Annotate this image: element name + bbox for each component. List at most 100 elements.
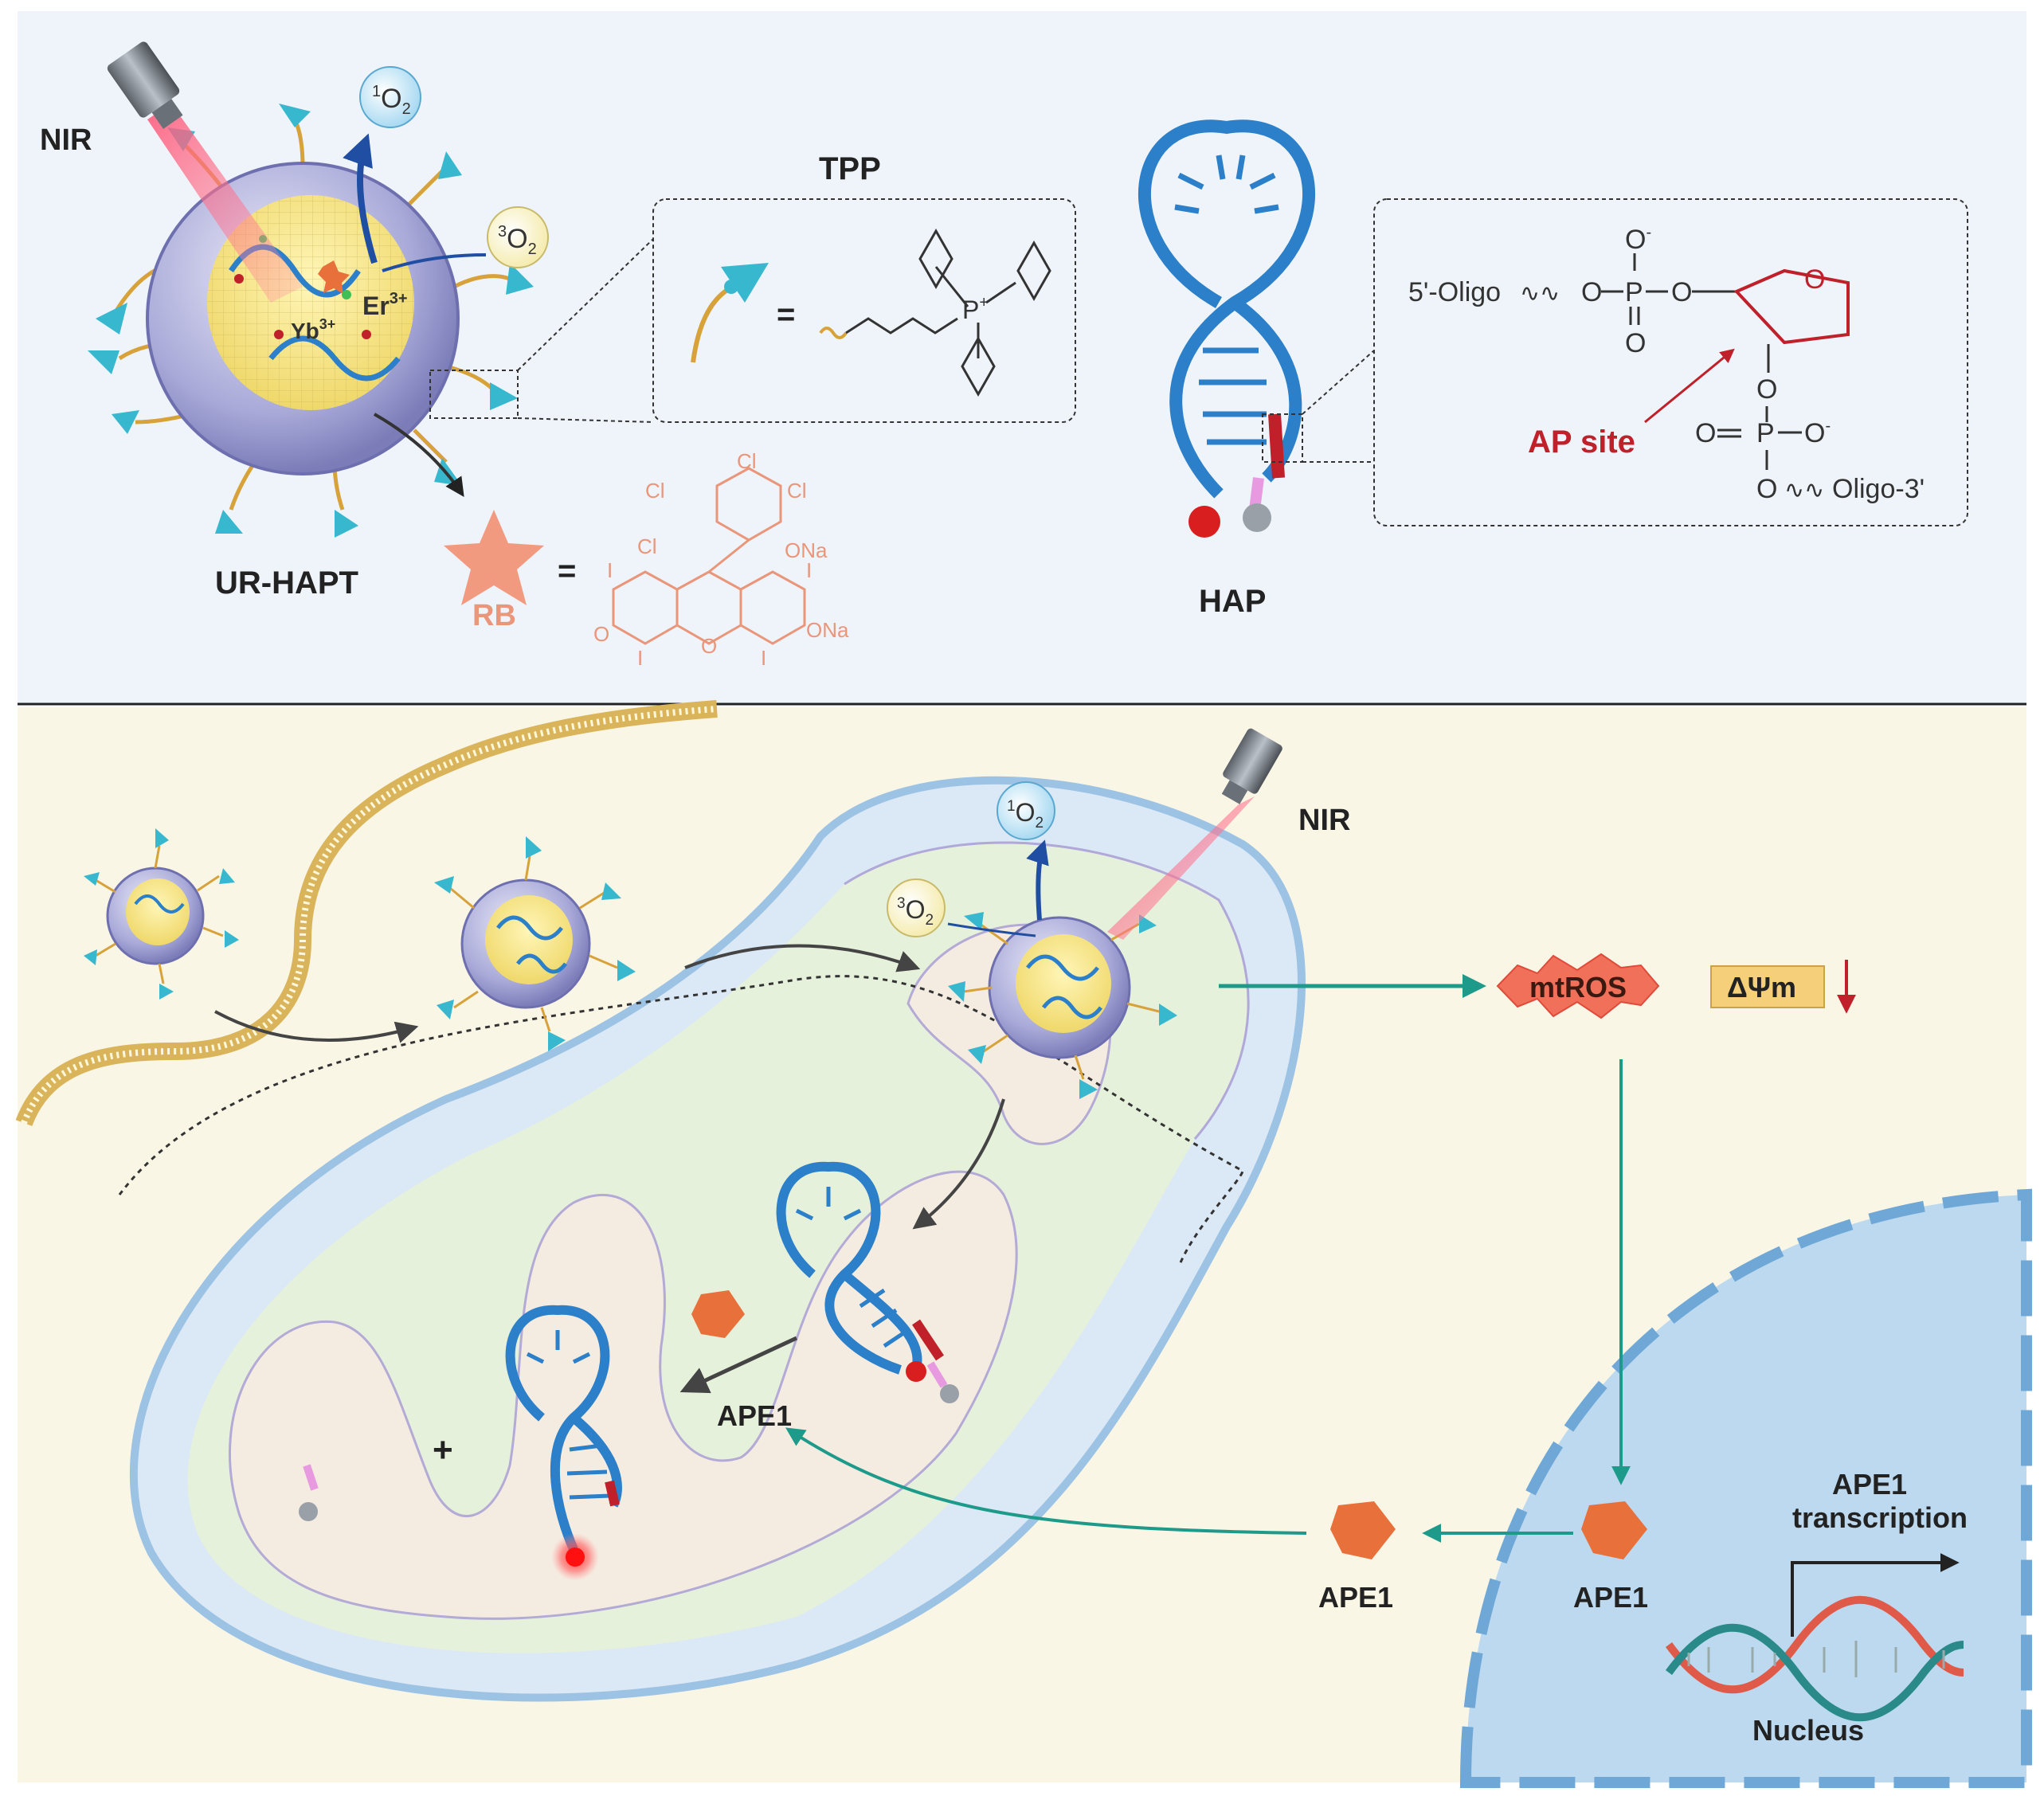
rb-star-icon xyxy=(318,260,350,294)
svg-text:ONa: ONa xyxy=(806,618,849,642)
ur-hapt-nanoparticle xyxy=(88,104,534,538)
mitochondrion xyxy=(129,776,1306,1702)
er-ion-label: Er3+ xyxy=(362,290,408,320)
dna-double-helix-icon xyxy=(1665,1595,1964,1722)
ape1-enzyme-cytoplasm-icon xyxy=(1330,1501,1396,1559)
svg-text:P: P xyxy=(1756,418,1775,448)
svg-text:I: I xyxy=(806,558,812,582)
transcription-label-line1: APE1 xyxy=(1832,1468,1907,1501)
mtros-burst xyxy=(1496,953,1660,1019)
ap-site-label: AP site xyxy=(1528,425,1635,460)
tpp-ligand-icon xyxy=(691,263,769,363)
nanoparticle-mitochondrion xyxy=(948,912,1177,1099)
nanoparticle-extracellular xyxy=(84,828,239,1000)
singlet-oxygen-bubble-bottom xyxy=(997,781,1055,840)
svg-text:O: O xyxy=(1581,277,1602,307)
svg-text:Cl: Cl xyxy=(737,449,757,473)
triplet-oxygen-bubble xyxy=(487,206,549,268)
ape1-mito-label: APE1 xyxy=(717,1399,792,1432)
nucleus-label: Nucleus xyxy=(1752,1714,1864,1747)
ape1-translocation-arrow xyxy=(785,1427,1307,1535)
rb-equals: = xyxy=(558,554,576,589)
ape1-nucleus-label: APE1 xyxy=(1573,1581,1648,1614)
mtros-label: mtROS xyxy=(1529,971,1627,1004)
svg-text:Cl: Cl xyxy=(637,534,657,558)
nir-label-bottom: NIR xyxy=(1298,804,1350,837)
ap-site-pointer-arrow xyxy=(1644,348,1735,424)
svg-text:O: O xyxy=(1756,474,1777,504)
svg-text:O: O xyxy=(1625,328,1646,358)
transcription-arrow xyxy=(1791,1553,1960,1637)
ape1-enzyme-nucleus-icon xyxy=(1581,1501,1647,1559)
svg-text:Cl: Cl xyxy=(645,479,665,503)
rb-star-icon-large xyxy=(444,510,544,605)
probe-release-arrow xyxy=(912,1098,1005,1230)
svg-text:ONa: ONa xyxy=(785,538,828,562)
released-fragment xyxy=(299,1464,319,1521)
tpp-title: TPP xyxy=(819,151,881,186)
membrane-potential-box xyxy=(1710,965,1825,1008)
svg-text:Oligo-3': Oligo-3' xyxy=(1832,474,1925,504)
svg-text:O: O xyxy=(701,634,717,658)
svg-text:I: I xyxy=(637,646,643,670)
ap-site-inset-box xyxy=(1373,198,1968,526)
hap-probe-intact xyxy=(776,1161,959,1403)
membrane-potential-label: ΔΨm xyxy=(1727,971,1796,1004)
tpp-zoom-box xyxy=(429,370,519,419)
hap-label: HAP xyxy=(1199,584,1266,619)
singlet-oxygen-arrow-bottom xyxy=(1026,839,1049,921)
rb-structure-labels: Cl Cl Cl Cl ONa I I O O ONa I I xyxy=(593,449,849,670)
mitochondrion-zoom-outline xyxy=(118,975,1244,1267)
nir-laser-icon xyxy=(107,41,303,303)
triplet-oxygen-arrow-bottom xyxy=(947,922,1036,937)
svg-text:O: O xyxy=(1671,277,1692,307)
tpp-equals: = xyxy=(777,297,795,332)
svg-text:I: I xyxy=(607,558,613,582)
triplet-oxygen-label: 3O2 xyxy=(498,223,537,258)
transcription-label-line2: transcription xyxy=(1792,1501,1968,1534)
tpp-structure xyxy=(819,228,1051,397)
triplet-oxygen-label-bottom: 3O2 xyxy=(897,895,934,929)
tpp-zoom-line-lower xyxy=(517,417,654,423)
tpp-inset-box xyxy=(652,198,1076,423)
ur-hapt-label: UR-HAPT xyxy=(215,565,358,601)
singlet-oxygen-arrow xyxy=(343,133,378,264)
ap-site-structure: 5'-Oligo ∿∿ O P O O- O O O O P O- O ∿∿ O… xyxy=(1408,224,1925,504)
yb-ion-label: Yb3+ xyxy=(291,316,335,343)
nanoparticle-cytoplasm xyxy=(434,836,636,1051)
svg-text:∿∿: ∿∿ xyxy=(1520,280,1560,307)
hap-zoom-line-upper xyxy=(1302,350,1375,415)
svg-text:O: O xyxy=(1695,418,1716,448)
svg-text:O: O xyxy=(1756,374,1777,405)
singlet-oxygen-label-bottom: 1O2 xyxy=(1007,798,1044,831)
cleavage-arrow xyxy=(679,1336,798,1394)
tpp-zoom-line-upper xyxy=(517,238,654,371)
singlet-oxygen-label: 1O2 xyxy=(372,83,411,118)
rb-release-arrow xyxy=(374,413,464,497)
cell-membrane xyxy=(15,700,718,1127)
hap-hairpin-probe xyxy=(1138,119,1316,538)
mitochondrial-targeting-arrow xyxy=(684,944,921,972)
rb-label: RB xyxy=(472,599,516,632)
plus-sign: + xyxy=(433,1430,453,1469)
svg-text:5'-Oligo: 5'-Oligo xyxy=(1408,277,1501,307)
singlet-oxygen-bubble xyxy=(359,66,421,128)
svg-text:O: O xyxy=(593,622,609,646)
triplet-oxygen-bubble-bottom xyxy=(887,878,946,937)
hap-probe-cleaved xyxy=(505,1305,622,1581)
uptake-arrow xyxy=(214,1010,419,1043)
svg-text:P: P xyxy=(1625,277,1643,307)
ape1-enzyme-mitochondrion-icon xyxy=(691,1290,745,1338)
nir-label-top: NIR xyxy=(40,123,92,157)
hap-zoom-box xyxy=(1262,413,1303,463)
svg-text:∿∿: ∿∿ xyxy=(1784,477,1824,503)
tpp-phosphorus: P+ xyxy=(962,294,989,324)
nucleus-region xyxy=(1459,1188,2032,1788)
svg-text:I: I xyxy=(761,646,766,670)
rb-structure xyxy=(612,467,806,645)
svg-text:O-: O- xyxy=(1625,224,1651,255)
ape1-cyto-label: APE1 xyxy=(1318,1581,1393,1614)
svg-text:O-: O- xyxy=(1804,417,1831,448)
triplet-oxygen-arrow xyxy=(382,253,487,272)
